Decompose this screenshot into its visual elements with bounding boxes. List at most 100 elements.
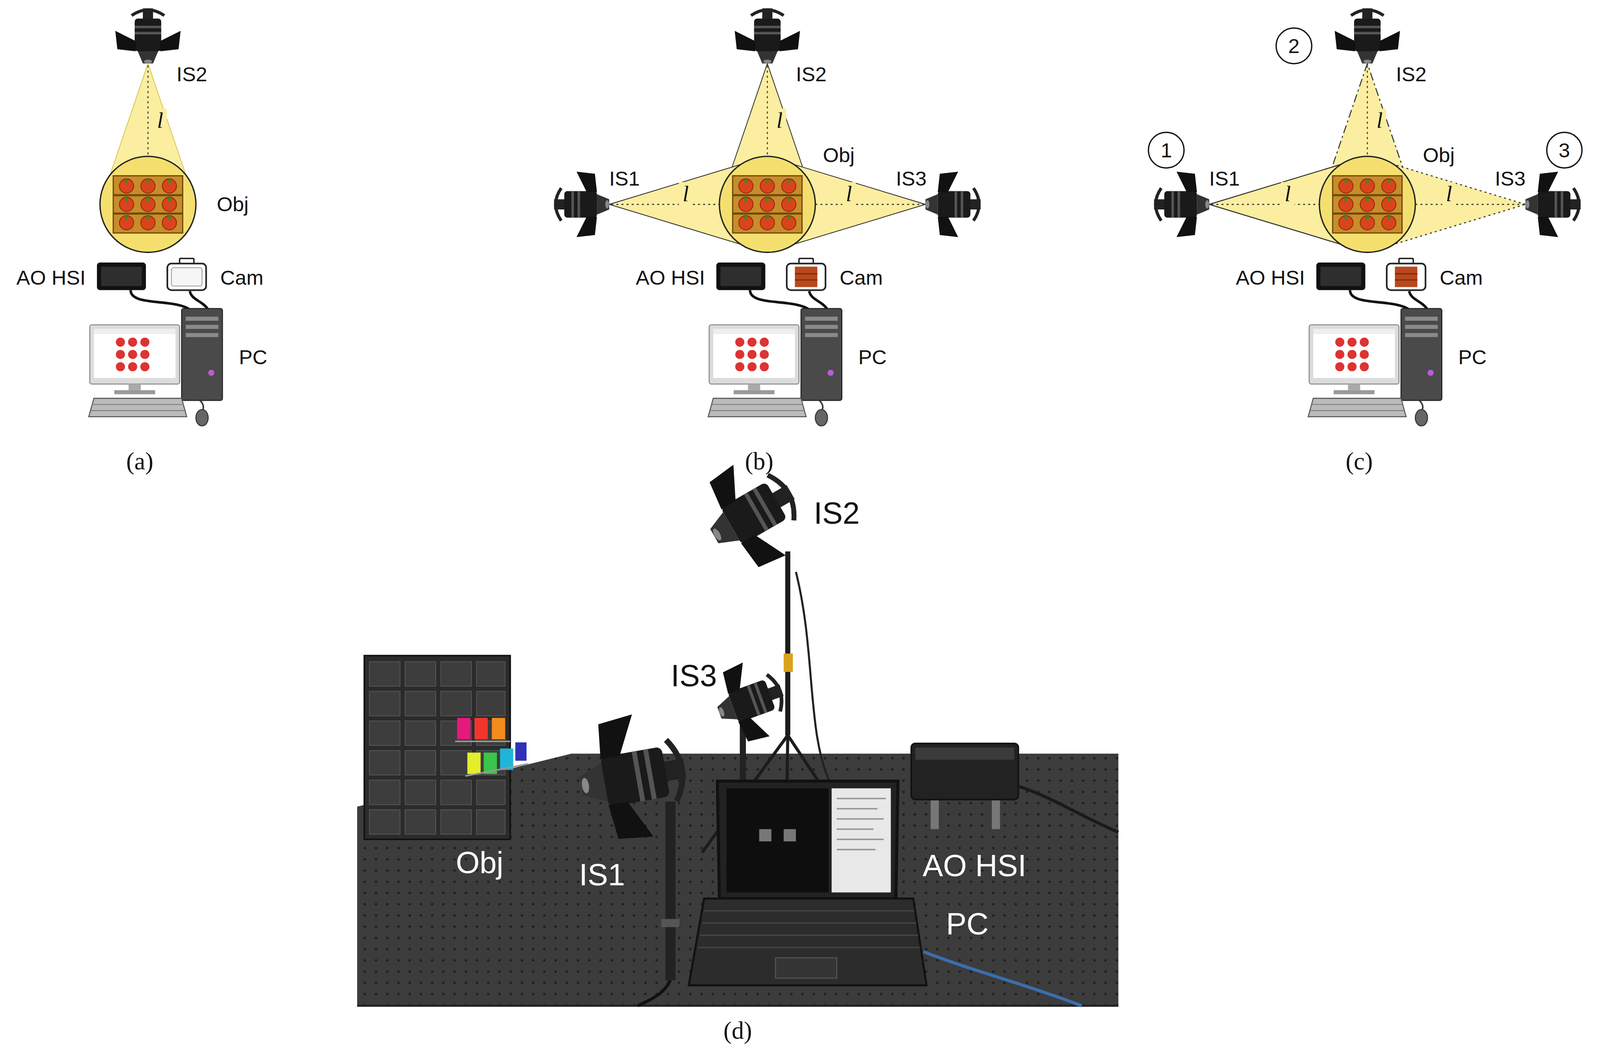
distance-label: l [679, 182, 693, 206]
illustration-part [785, 551, 791, 736]
illustration-part [815, 203, 924, 205]
illustration-part [1386, 258, 1426, 291]
illustration-part [1525, 171, 1581, 237]
illustration-part [661, 918, 680, 927]
panel-c-illustration [1154, 8, 1581, 426]
illustration-part [759, 828, 772, 842]
distance-label: l [1281, 182, 1295, 206]
illustration-part [1334, 8, 1400, 64]
distance-label: l [153, 108, 167, 133]
device-label: Cam [839, 266, 883, 289]
illustration-part [404, 750, 436, 775]
illustration-part [1319, 156, 1416, 253]
illustration-part [923, 951, 1082, 1006]
illustration-part [836, 817, 884, 820]
device-label: PC [238, 346, 268, 368]
object-label: Obj [216, 193, 249, 215]
illustration-part [369, 661, 400, 686]
illustration-part [1332, 175, 1403, 233]
illustration-part [783, 828, 796, 842]
illustration-part [836, 797, 886, 800]
panel-b-illustration [553, 8, 981, 426]
illustration-part [369, 661, 505, 835]
illustration-part [440, 691, 472, 716]
illustration-part [786, 258, 826, 291]
device-label: Cam [1439, 266, 1483, 289]
object-label: Obj [822, 144, 855, 166]
illustration-part [783, 653, 793, 672]
illustration-part [357, 1004, 1119, 1007]
callout-number: 1 [1160, 139, 1173, 161]
illustration-part [113, 175, 183, 233]
illustration-part [404, 691, 436, 716]
illustration-part [455, 740, 511, 743]
object-label: Obj [1422, 144, 1455, 166]
illustration-part [699, 934, 919, 936]
illustration-part [1154, 171, 1210, 237]
illustration-part [836, 807, 878, 810]
device-label: AO HSI [1235, 266, 1306, 289]
light-source-label: IS3 [895, 167, 927, 189]
illustration-part [637, 979, 671, 1006]
illustration-part [474, 717, 488, 739]
illustration-part [1415, 203, 1524, 205]
light-source-label: IS2 [176, 63, 208, 86]
illustration-part [440, 779, 472, 805]
panel-letter: (b) [745, 448, 774, 474]
illustration-part [515, 742, 527, 761]
light-source-label: IS1 [609, 167, 640, 189]
illustration-part [831, 788, 891, 893]
illustration-part [553, 171, 610, 237]
illustration-part [688, 897, 927, 985]
photo-label: IS2 [813, 496, 860, 530]
photo-label: Obj [455, 846, 504, 879]
illustration-part [795, 571, 832, 786]
photo-label: IS3 [670, 659, 717, 692]
illustration-part [167, 258, 206, 291]
distance-label: l [1372, 108, 1386, 133]
illustration-part [836, 828, 874, 830]
illustration-part [99, 156, 196, 253]
illustration-part [698, 946, 921, 948]
distance-label: l [1442, 182, 1456, 206]
illustration-part [732, 175, 802, 233]
callout-circle: 3 [1546, 131, 1584, 169]
callout-circle: 2 [1275, 27, 1313, 65]
callout-circle: 1 [1147, 131, 1185, 169]
illustration-part [369, 691, 400, 716]
illustration-part [147, 65, 149, 157]
illustration-part [476, 809, 506, 834]
illustration-part [991, 796, 1001, 829]
device-label: AO HSI [636, 266, 706, 289]
illustration-part [705, 652, 796, 750]
illustration-part [570, 706, 696, 848]
illustration-part [467, 752, 481, 774]
illustration-part [404, 779, 436, 805]
illustration-part [775, 957, 837, 978]
illustration-part [369, 809, 400, 834]
illustration-part [915, 747, 1015, 760]
light-source-label: IS2 [1395, 63, 1427, 86]
illustration-part [440, 750, 472, 775]
light-source-label: IS2 [795, 63, 827, 86]
illustration-part [369, 750, 400, 775]
illustration-part [1211, 203, 1320, 205]
illustration-part [115, 8, 181, 64]
illustration-part [440, 809, 472, 834]
illustration-part [704, 909, 915, 911]
illustration-part [698, 910, 921, 948]
callout-number: 3 [1558, 139, 1571, 161]
lab-photo [357, 446, 1119, 1006]
distance-label: l [842, 182, 856, 206]
illustration-part [369, 720, 400, 746]
photo-label: IS1 [579, 858, 626, 891]
illustration-part [491, 717, 506, 739]
illustration-part [404, 809, 436, 834]
illustration-part [611, 203, 720, 205]
light-source-label: IS3 [1494, 167, 1526, 189]
device-label: PC [858, 346, 887, 368]
device-label: Cam [220, 266, 264, 289]
illustration-part [364, 655, 511, 839]
